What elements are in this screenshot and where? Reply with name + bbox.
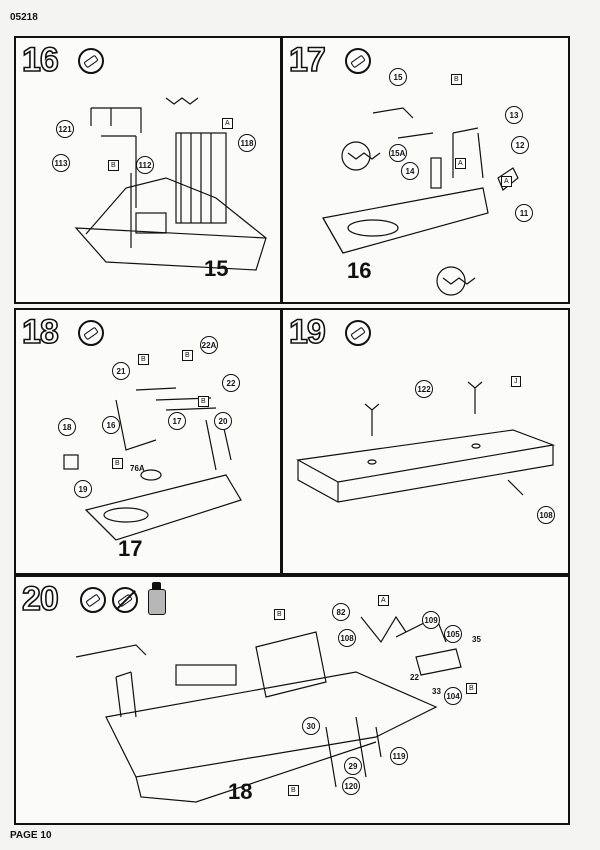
step-number: 19 — [288, 312, 326, 352]
no-glue-icon — [112, 587, 138, 613]
callout-part: 17 — [168, 412, 186, 430]
callout-part: 109 — [422, 611, 440, 629]
base-assembly-label: 16 — [347, 258, 372, 283]
glue-icon — [78, 48, 104, 74]
callout-part: 119 — [390, 747, 408, 765]
page-number: PAGE 10 — [10, 830, 52, 841]
callout-part: 105 — [444, 625, 462, 643]
callout-part: 29 — [344, 757, 362, 775]
callout-part: 15A — [389, 144, 407, 162]
callout-part: 18 — [58, 418, 76, 436]
callout-part: 82 — [332, 603, 350, 621]
step-20-panel: 20 82 108 109 105 104 30 29 119 120 35 2… — [14, 575, 570, 825]
ship-drawing — [322, 107, 519, 296]
sprue-tag: A — [222, 118, 233, 129]
sprue-tag: A — [378, 595, 389, 606]
glue-icon — [345, 320, 371, 346]
callout-part: 11 — [515, 204, 533, 222]
callout-part: 22A — [200, 336, 218, 354]
callout-part: 19 — [74, 480, 92, 498]
step-18-panel: 18 21 22A 22 16 17 20 18 19 76A B B B B … — [14, 308, 282, 575]
ship-drawing — [63, 387, 242, 541]
base-assembly-label: 17 — [118, 536, 143, 561]
callout-part: 20 — [214, 412, 232, 430]
callout-part: 13 — [505, 106, 523, 124]
callout-part: 120 — [342, 777, 360, 795]
step-number: 20 — [21, 579, 59, 619]
sprue-tag: B — [274, 609, 285, 620]
paint-bottle-icon — [148, 582, 166, 615]
sprue-tag: B — [198, 396, 209, 407]
callout-part: 16 — [102, 416, 120, 434]
glue-icon — [80, 587, 106, 613]
sprue-tag: B — [112, 458, 123, 469]
sprue-tag: B — [108, 160, 119, 171]
kit-code: 05218 — [10, 12, 38, 23]
callout-part: 122 — [415, 380, 433, 398]
callout-part: 14 — [401, 162, 419, 180]
ship-drawing — [74, 97, 267, 271]
step-19-panel: 19 122 108 J — [281, 308, 570, 575]
sprue-tag: B — [288, 785, 299, 796]
base-assembly-label: 18 — [228, 779, 253, 804]
sprue-tag: B — [451, 74, 462, 85]
sprue-tag: B — [182, 350, 193, 361]
step-number: 17 — [288, 40, 326, 80]
glue-icon — [78, 320, 104, 346]
part-label: 33 — [432, 687, 441, 696]
callout-part: 108 — [537, 506, 555, 524]
step-number: 18 — [21, 312, 59, 352]
callout-part: 108 — [338, 629, 356, 647]
part-label: 76A — [130, 464, 145, 473]
callout-part: 104 — [444, 687, 462, 705]
glue-icon — [345, 48, 371, 74]
step-16-panel: 16 121 113 112 118 B A 15 — [14, 36, 282, 304]
callout-part: 112 — [136, 156, 154, 174]
callout-part: 15 — [389, 68, 407, 86]
callout-part: 22 — [222, 374, 240, 392]
callout-part: 121 — [56, 120, 74, 138]
sprue-tag: B — [466, 683, 477, 694]
part-label: 22 — [410, 673, 419, 682]
sprue-tag: A — [455, 158, 466, 169]
step-number: 16 — [21, 40, 59, 80]
callout-part: 12 — [511, 136, 529, 154]
sprue-tag: B — [138, 354, 149, 365]
stand-drawing — [296, 381, 556, 503]
callout-part: 30 — [302, 717, 320, 735]
step-17-panel: 17 15 13 15A 14 12 11 B A A 16 — [281, 36, 570, 304]
part-label: 35 — [472, 635, 481, 644]
sprue-tag: J — [511, 376, 521, 387]
callout-part: 113 — [52, 154, 70, 172]
sprue-tag: A — [501, 176, 512, 187]
base-assembly-label: 15 — [204, 256, 229, 281]
callout-part: 118 — [238, 134, 256, 152]
callout-part: 21 — [112, 362, 130, 380]
